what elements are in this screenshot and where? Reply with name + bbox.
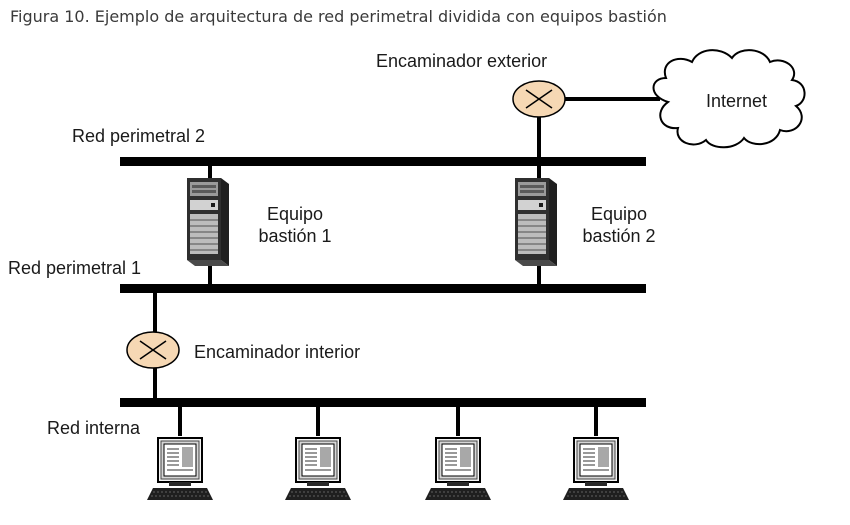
external-router-icon (512, 80, 566, 118)
bastion-1-label-line1: Equipo (266, 204, 324, 224)
bastion-1-label: Equipo bastión 1 (250, 203, 340, 247)
workstation-2-icon (284, 437, 352, 501)
bastion-1-label-line2: bastión 1 (258, 226, 332, 246)
bastion-1-server-icon (186, 177, 230, 267)
bastion-2-label-line1: Equipo (590, 204, 648, 224)
cloud-icon (652, 49, 806, 149)
perimeter-network-1-bus (120, 284, 646, 293)
workstation-4-icon (562, 437, 630, 501)
internal-router-label: Encaminador interior (194, 342, 361, 362)
perimeter-network-2-label: Red perimetral 2 (72, 126, 206, 146)
perimeter-network-1-label: Red perimetral 1 (8, 258, 142, 278)
internal-network-label: Red interna (47, 418, 141, 438)
figure-caption: Figura 10. Ejemplo de arquitectura de re… (10, 7, 667, 26)
internal-router-icon (126, 331, 180, 369)
bastion-2-label: Equipo bastión 2 (574, 203, 664, 247)
internet-label: Internet (706, 91, 768, 111)
bastion-2-server-icon (514, 177, 558, 267)
external-router-label: Encaminador exterior (376, 51, 548, 71)
internal-network-bus (120, 398, 646, 407)
workstation-3-icon (424, 437, 492, 501)
workstation-1-icon (146, 437, 214, 501)
bastion-2-label-line2: bastión 2 (582, 226, 656, 246)
perimeter-network-2-bus (120, 157, 646, 166)
